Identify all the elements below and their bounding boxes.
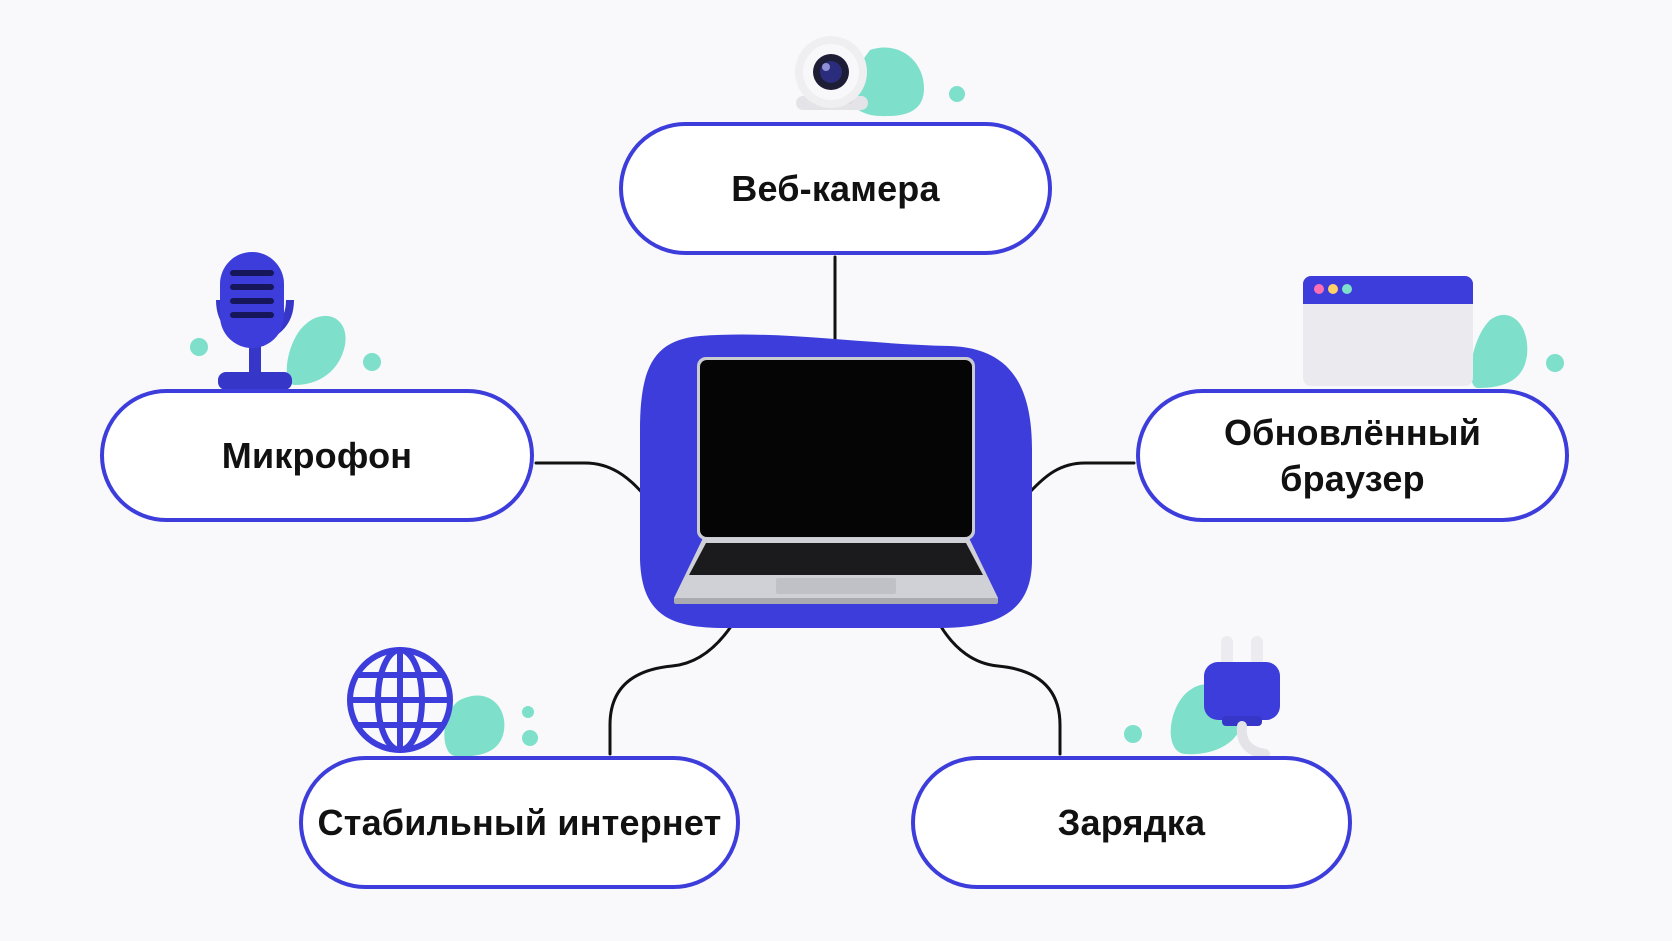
- browser-window-icon: [1303, 276, 1564, 388]
- node-microphone: Микрофон: [100, 389, 534, 522]
- node-internet: Стабильный интернет: [299, 756, 740, 889]
- plug-icon: [1124, 636, 1280, 759]
- node-browser-label: Обновлённый браузер: [1223, 411, 1482, 499]
- laptop-icon: [674, 357, 998, 604]
- node-charging: Зарядка: [911, 756, 1352, 889]
- globe-icon: [347, 647, 538, 757]
- webcam-icon: [795, 36, 965, 117]
- node-browser: Обновлённый браузер: [1136, 389, 1569, 522]
- node-charging-label: Зарядка: [1057, 801, 1206, 843]
- connector-mic: [534, 461, 647, 498]
- node-webcam: Веб-камера: [619, 122, 1052, 255]
- microphone-icon: [190, 252, 381, 390]
- connector-charge: [938, 623, 1062, 756]
- node-microphone-label: Микрофон: [221, 434, 413, 476]
- connector-browser: [1028, 461, 1136, 494]
- node-webcam-label: Веб-камера: [731, 167, 940, 209]
- node-internet-label: Стабильный интернет: [317, 801, 722, 843]
- connector-internet: [608, 623, 734, 756]
